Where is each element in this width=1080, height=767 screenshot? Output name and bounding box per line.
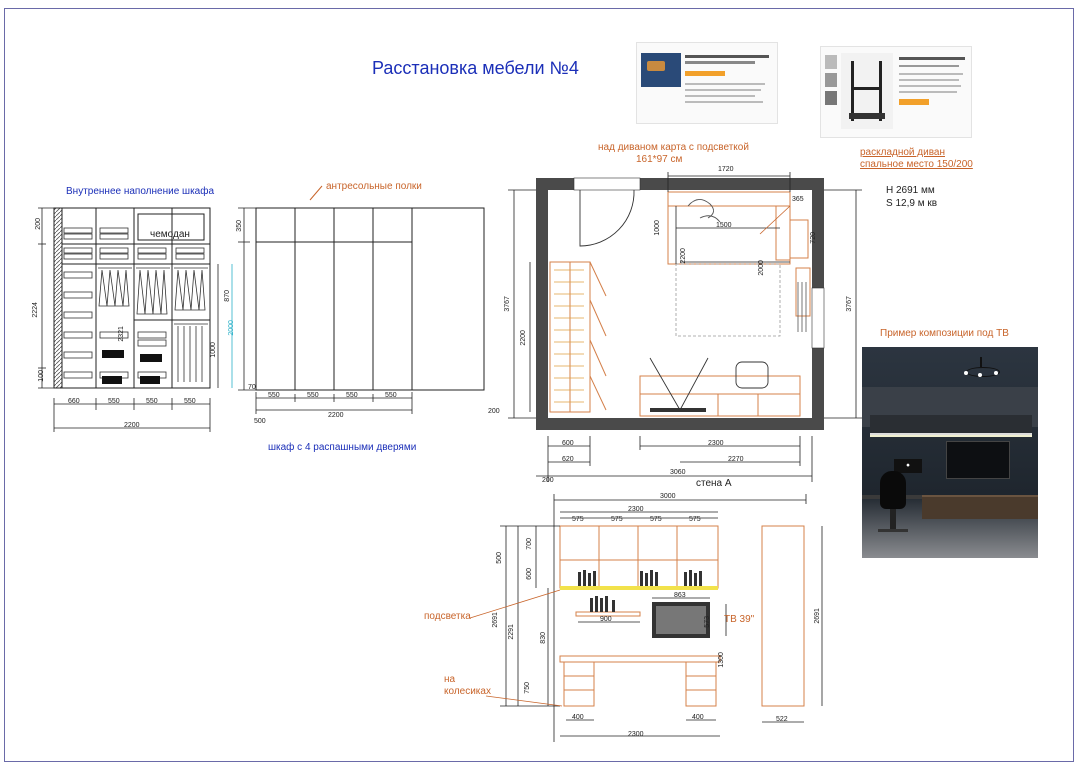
- dim-m-col-1: 550: [268, 392, 280, 399]
- wheels-label-line2: колесиках: [444, 686, 491, 697]
- dim-m-col-3: 550: [346, 392, 358, 399]
- dim-m-side: 870: [224, 290, 231, 302]
- dim-p-sofa-c: 2000: [757, 260, 765, 276]
- dim-e-v3: 600: [526, 568, 533, 580]
- dim-e-left: 200: [542, 477, 554, 484]
- dim-w-col-3: 550: [146, 398, 158, 405]
- dim-e-sub: 2300: [628, 506, 644, 513]
- dim-w-col-2: 550: [108, 398, 120, 405]
- dim-w-col-1: 660: [68, 398, 80, 405]
- wheels-label-line1: на: [444, 674, 456, 685]
- dim-w-top: 200: [35, 218, 42, 230]
- dim-e-top: 3000: [660, 493, 676, 500]
- elevation-wall-a: [559, 525, 805, 707]
- map-label-line2: 161*97 см: [636, 154, 683, 165]
- tv-size-label: ТВ 39": [724, 614, 755, 625]
- dim-p-corner: 200: [488, 408, 500, 415]
- dim-e-v7: 750: [524, 682, 531, 694]
- dim-p-b1: 600: [562, 440, 574, 447]
- wardrobe-doors-label: шкаф с 4 распашными дверями: [268, 442, 417, 453]
- dim-w-col-4: 550: [184, 398, 196, 405]
- dim-e-col-3: 575: [650, 516, 662, 523]
- dim-w-bottom: 100: [38, 370, 45, 382]
- dim-m-top: 350: [236, 220, 243, 232]
- dim-p-left: 3767: [503, 296, 511, 312]
- wardrobe-front-view: [255, 185, 485, 391]
- dim-p-sofa-a: 1500: [716, 222, 732, 229]
- dim-p-b3: 2300: [708, 440, 724, 447]
- map-product-thumbnail: [636, 42, 778, 124]
- dim-e-v2: 500: [496, 552, 503, 564]
- suitcase-label: чемодан: [150, 229, 190, 240]
- dim-e-col-4: 575: [689, 516, 701, 523]
- dim-p-top: 1720: [718, 166, 734, 173]
- dim-p-b5: 3060: [670, 469, 686, 476]
- dim-e-v1: 700: [526, 538, 533, 550]
- dim-e-d1: 400: [572, 714, 584, 721]
- dim-e-v6: 830: [540, 632, 547, 644]
- sofa-product-thumbnail: [820, 46, 972, 138]
- dim-w-total-h: 2224: [31, 302, 39, 318]
- dim-p-wardrobe: 2200: [519, 330, 527, 346]
- dim-e-panel: 522: [776, 716, 788, 723]
- wardrobe-inner-label: Внутреннее наполнение шкафа: [66, 186, 215, 197]
- page-title: Расстановка мебели №4: [372, 58, 579, 78]
- dim-m-col-2: 550: [307, 392, 319, 399]
- dim-w-inner1: 2321: [117, 326, 125, 342]
- mezzanine-label: антресольные полки: [326, 181, 422, 192]
- dim-p-b4: 2270: [728, 456, 744, 463]
- chandelier-icon: [962, 357, 1002, 381]
- wall-a-label: стена А: [696, 478, 732, 489]
- sofa-label-line2: спальное место 150/200: [860, 159, 973, 170]
- dim-e-shelf: 900: [600, 616, 612, 623]
- sheet-frame: [4, 8, 1074, 762]
- dim-e-side: 2691: [813, 608, 821, 624]
- dim-m-bottom: 70: [248, 384, 256, 391]
- wardrobe-inner-view: [53, 207, 211, 389]
- photo-clock: ⏺: [894, 459, 922, 473]
- dim-e-d2: 400: [692, 714, 704, 721]
- tv-composition-photo: ⏺: [862, 347, 1038, 558]
- dim-m-col-4: 550: [385, 392, 397, 399]
- dim-p-tv2: 720: [810, 232, 817, 244]
- dim-m-inner: 2000: [227, 320, 235, 336]
- dim-p-right: 3767: [845, 296, 853, 312]
- room-height: H 2691 мм: [886, 185, 935, 196]
- sofa-label-line1: раскладной диван: [860, 147, 945, 158]
- map-label-line1: над диваном карта с подсветкой: [598, 142, 749, 153]
- front-dimension-lines: [238, 207, 413, 414]
- dim-p-b2: 620: [562, 456, 574, 463]
- tv-example-label: Пример композиции под ТВ: [880, 328, 1009, 339]
- wardrobe-dimension-lines: [38, 207, 233, 432]
- dim-m-total: 2200: [328, 412, 344, 419]
- dim-w-total-w: 2200: [124, 422, 140, 429]
- room-area: S 12,9 м кв: [886, 198, 938, 209]
- dim-m-offset: 500: [254, 418, 266, 425]
- dim-p-tv: 365: [792, 196, 804, 203]
- elevation-dimension-lines: [469, 494, 823, 742]
- dim-e-tvw: 863: [674, 592, 686, 599]
- dim-e-col-2: 575: [611, 516, 623, 523]
- floor-plan: [536, 177, 825, 430]
- dim-e-col-1: 575: [572, 516, 584, 523]
- dim-e-desk: 1300: [717, 652, 725, 668]
- dim-e-base: 2300: [628, 731, 644, 738]
- dim-p-sofa-b: 2200: [679, 248, 687, 264]
- dim-e-v5: 2291: [507, 624, 515, 640]
- backlight-label: подсветка: [424, 611, 471, 622]
- dim-e-v4: 2691: [491, 612, 499, 628]
- dim-w-inner2: 1000: [209, 342, 217, 358]
- plan-dimension-lines: [508, 172, 862, 482]
- dim-p-sofa-d: 1000: [653, 220, 661, 236]
- dim-e-tvh: 573: [704, 616, 711, 628]
